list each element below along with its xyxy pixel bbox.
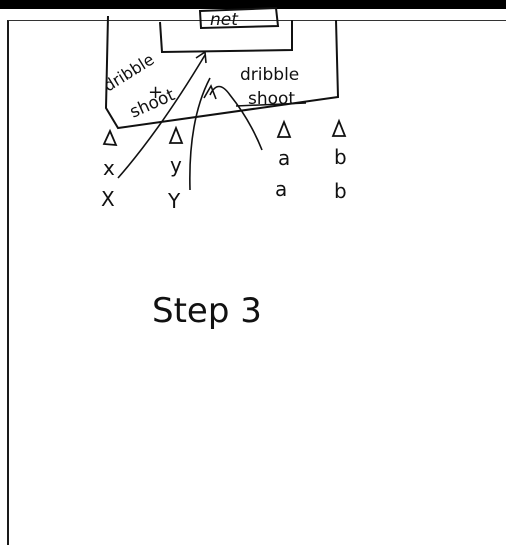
player-label-y2: Y [167, 189, 181, 213]
goal-crease [159, 20, 293, 54]
net-box [198, 6, 280, 30]
drawing-frame [7, 20, 506, 545]
shoot-underline [235, 102, 307, 107]
player-label-a1: a [278, 146, 290, 170]
path-player-y [189, 77, 211, 191]
path-player-x [117, 54, 206, 179]
cone-a [276, 119, 292, 138]
arrowhead-net [195, 50, 207, 64]
top-border-bar [0, 0, 506, 9]
arrowhead-center [203, 84, 217, 100]
player-label-y1: y [170, 153, 182, 177]
player-label-b2: b [334, 179, 347, 203]
left-zone-plus: + [148, 82, 163, 103]
player-label-b1: b [334, 145, 347, 169]
player-label-x2: X [101, 187, 115, 211]
step-caption: Step 3 [152, 291, 262, 331]
net-label: net [210, 10, 239, 30]
player-label-x1: x [103, 156, 115, 180]
player-label-a2: a [275, 177, 287, 201]
cone-b [331, 118, 347, 137]
cone-y [168, 125, 184, 144]
path-player-a [209, 85, 263, 151]
right-zone-dribble: dribble [240, 65, 299, 85]
right-zone-shoot: shoot [248, 89, 295, 109]
cone-x [102, 128, 118, 147]
court-outline [104, 15, 340, 130]
